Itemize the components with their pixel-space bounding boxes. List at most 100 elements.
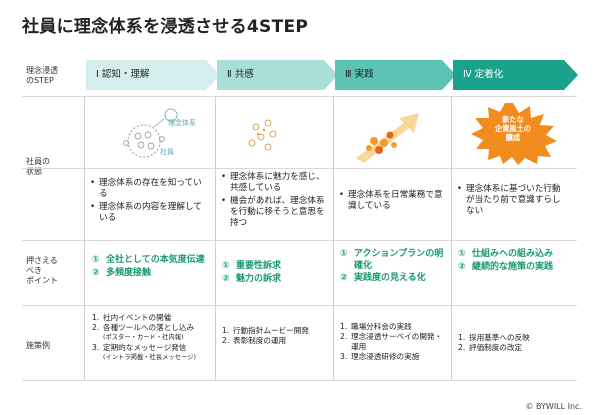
point-text: 全社としての本気度伝達 xyxy=(106,255,205,265)
measure-text: 行動指針ムービー開発 xyxy=(233,326,309,335)
point-number: ② xyxy=(222,273,230,284)
measure-text: 理念浸透サーベイの開発・運用 xyxy=(351,332,443,351)
measure-number: 2. xyxy=(340,332,348,341)
row-divider xyxy=(22,380,577,381)
point-item: ① 重要性訴求 xyxy=(222,261,330,273)
measure-number: 1. xyxy=(92,313,100,322)
measures-cell-3: 1.職場分科会の実践 2.理念浸透サーベイの開発・運用 3.理念浸透研修の実施 xyxy=(340,322,448,362)
point-item: ② 実践度の見える化 xyxy=(340,273,448,285)
measure-text: 定期的なメッセージ発信 xyxy=(103,343,187,352)
point-text: 仕組みへの組み込み xyxy=(472,249,554,259)
point-number: ① xyxy=(222,261,230,271)
points-cell-1: ① 全社としての本気度伝達 ② 多頻度接触 xyxy=(92,255,210,280)
rising-arrow-icon xyxy=(356,113,419,163)
step-label-3: Ⅲ 実践 xyxy=(345,69,374,80)
measure-text: 表彰制度の運用 xyxy=(233,336,287,345)
measure-text: 社内イベントの開催 xyxy=(103,313,172,322)
state-cell-3: 理念体系を日常業務で意識している xyxy=(339,190,447,214)
column-divider xyxy=(215,96,216,380)
step-label-4: Ⅳ 定着化 xyxy=(463,69,504,80)
awareness-circles-icon xyxy=(123,108,178,158)
illustration-awareness: 理念体系 社員 xyxy=(96,103,206,163)
measures-cell-2: 1.行動指針ムービー開発 2.表彰制度の運用 xyxy=(222,326,328,346)
column-divider xyxy=(333,96,334,380)
measure-note: (イントラ掲載・社長メッセージ) xyxy=(103,354,196,361)
measure-number: 2. xyxy=(222,336,230,345)
measure-number: 1. xyxy=(222,326,230,335)
empathy-people-icon xyxy=(248,119,277,151)
point-text: 重要性訴求 xyxy=(236,261,282,271)
point-item: ② 魅力の訴求 xyxy=(222,274,330,286)
illustration-establishment: 新たな 企業風土の 醸成 xyxy=(463,101,563,165)
copyright: © BYWILL Inc. xyxy=(525,402,582,411)
point-text: 多頻度接触 xyxy=(106,267,152,278)
measure-item: 1.採用基準への反映 xyxy=(458,333,570,343)
step-header-3: Ⅲ 実践 xyxy=(335,60,456,90)
step-header-2: Ⅱ 共感 xyxy=(217,60,338,90)
measure-note: (ポスター・カード・社内報) xyxy=(103,334,184,341)
state-cell-2: 理念体系に魅力を感じ、共感している 機会があれば、理念体系を行動に移そうと意思を… xyxy=(221,172,331,231)
measure-number: 3. xyxy=(92,343,100,352)
point-text: 継続的な施策の実践 xyxy=(472,261,554,272)
point-number: ② xyxy=(340,273,348,283)
state-cell-1: 理念体系の存在を知っている 理念体系の内容を理解している xyxy=(90,178,210,226)
measure-text: 理念浸透研修の実施 xyxy=(351,352,420,361)
measure-item: 2.理念浸透サーベイの開発・運用 xyxy=(340,332,448,352)
step-chevron-3 xyxy=(335,60,456,90)
points-cell-3: ① アクションプランの明確化 ② 実践度の見える化 xyxy=(340,249,448,286)
row-label-step: 理念浸透 のSTEP xyxy=(26,66,80,86)
measure-item: 1.社内イベントの開催 xyxy=(92,313,212,323)
points-cell-2: ① 重要性訴求 ② 魅力の訴求 xyxy=(222,261,330,286)
row-divider xyxy=(22,305,577,306)
illustration-empathy xyxy=(228,103,323,163)
point-number: ② xyxy=(92,267,100,278)
point-number: ① xyxy=(340,249,348,259)
point-text: 魅力の訴求 xyxy=(236,273,282,284)
measure-number: 2. xyxy=(92,323,100,332)
row-label-measures: 施策例 xyxy=(26,341,80,351)
point-text: アクションプランの明確化 xyxy=(354,249,444,271)
measures-cell-1: 1.社内イベントの開催 2.各種ツールへの落とし込み (ポスター・カード・社内報… xyxy=(92,313,212,363)
burst-text: 新たな 企業風土の 醸成 xyxy=(495,115,531,142)
illustration-practice xyxy=(344,103,444,163)
measures-cell-4: 1.採用基準への反映 2.評価制度の改定 xyxy=(458,333,570,353)
illustration-label-philosophy: 理念体系 xyxy=(168,119,196,127)
point-number: ① xyxy=(92,255,100,265)
step-header-1: Ⅰ 認知・理解 xyxy=(86,60,220,90)
measure-item: 3.理念浸透研修の実施 xyxy=(340,352,448,362)
measure-item: 3.定期的なメッセージ発信 xyxy=(92,343,212,353)
burst-icon xyxy=(471,103,557,165)
illustration-label-employee: 社員 xyxy=(160,148,174,156)
step-header-4: Ⅳ 定着化 xyxy=(453,60,578,90)
row-label-state-text: 社員の 状態 xyxy=(26,157,50,176)
state-item: 機会があれば、理念体系を行動に移そうと意思を持つ xyxy=(221,196,331,229)
step-chevron-2 xyxy=(217,60,338,90)
state-item: 理念体系を日常業務で意識している xyxy=(339,190,447,212)
measure-item: 1.行動指針ムービー開発 xyxy=(222,326,328,336)
measure-item: 2.各種ツールへの落とし込み xyxy=(92,323,212,333)
state-item: 理念体系の存在を知っている xyxy=(90,178,210,200)
row-divider xyxy=(22,96,577,97)
row-label-points-text: 押さえる べき ポイント xyxy=(26,256,58,285)
row-divider xyxy=(22,240,577,241)
row-label-measures-text: 施策例 xyxy=(26,341,50,350)
point-text: 実践度の見える化 xyxy=(354,273,426,283)
measure-text: 職場分科会の実践 xyxy=(351,322,412,331)
measure-number: 2. xyxy=(458,343,466,352)
step-label-1: Ⅰ 認知・理解 xyxy=(96,69,150,80)
column-divider xyxy=(451,96,452,380)
measure-number: 1. xyxy=(458,333,466,342)
measure-text: 各種ツールへの落とし込み xyxy=(103,323,195,332)
page-title: 社員に理念体系を浸透させる4STEP xyxy=(22,17,309,37)
measure-item: 1.職場分科会の実践 xyxy=(340,322,448,332)
column-divider xyxy=(84,96,85,380)
measure-number: 1. xyxy=(340,322,348,331)
measure-number: 3. xyxy=(340,352,348,361)
state-item: 理念体系に魅力を感じ、共感している xyxy=(221,172,331,194)
point-number: ② xyxy=(458,261,466,272)
state-item: 理念体系の内容を理解している xyxy=(90,202,210,224)
measure-item: 2.表彰制度の運用 xyxy=(222,336,328,346)
step-chevron-1 xyxy=(86,60,220,90)
